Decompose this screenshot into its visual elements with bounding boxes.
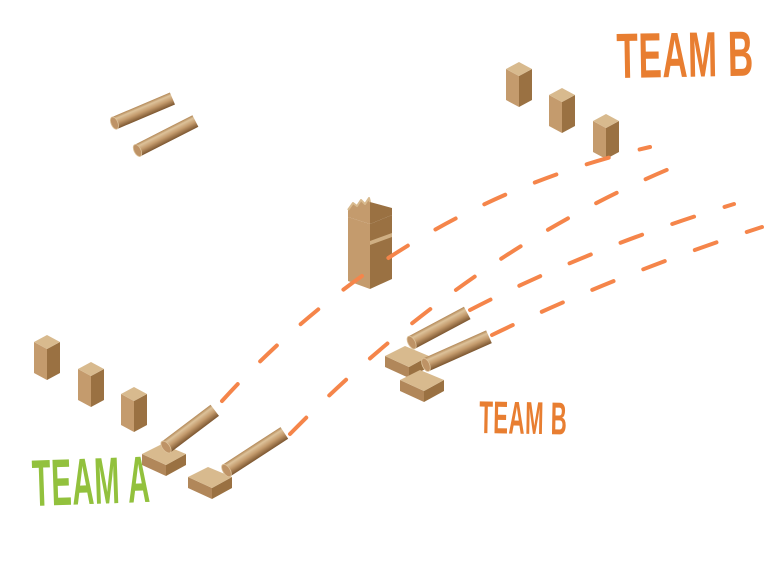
team-a-fallen-group: [142, 404, 289, 499]
standing-kubb: [593, 114, 619, 159]
baton: [160, 404, 219, 454]
standing-kubb: [549, 88, 575, 133]
team-b-fallen-group: [385, 306, 492, 402]
standing-kubb: [34, 335, 60, 380]
trajectory-path: [468, 202, 736, 312]
baton: [406, 306, 471, 350]
baton: [110, 92, 175, 130]
baton: [421, 330, 492, 372]
staged-batons-group: [110, 92, 199, 157]
trajectory-path: [288, 162, 683, 436]
standing-kubb: [78, 362, 104, 407]
team-a-label: TEAM A: [31, 442, 152, 520]
team-b-field-label: TEAM B: [479, 391, 568, 445]
team-a-standing-kubbs: [34, 335, 147, 432]
team-b-baseline-label: TEAM B: [616, 18, 754, 92]
standing-kubb: [506, 62, 532, 107]
king-piece: [347, 197, 392, 289]
baton: [221, 427, 289, 478]
throw-trajectories: [220, 145, 764, 436]
baton: [132, 115, 199, 157]
trajectory-path: [220, 145, 652, 403]
standing-kubb: [121, 387, 147, 432]
team-b-standing-kubbs: [506, 62, 619, 159]
